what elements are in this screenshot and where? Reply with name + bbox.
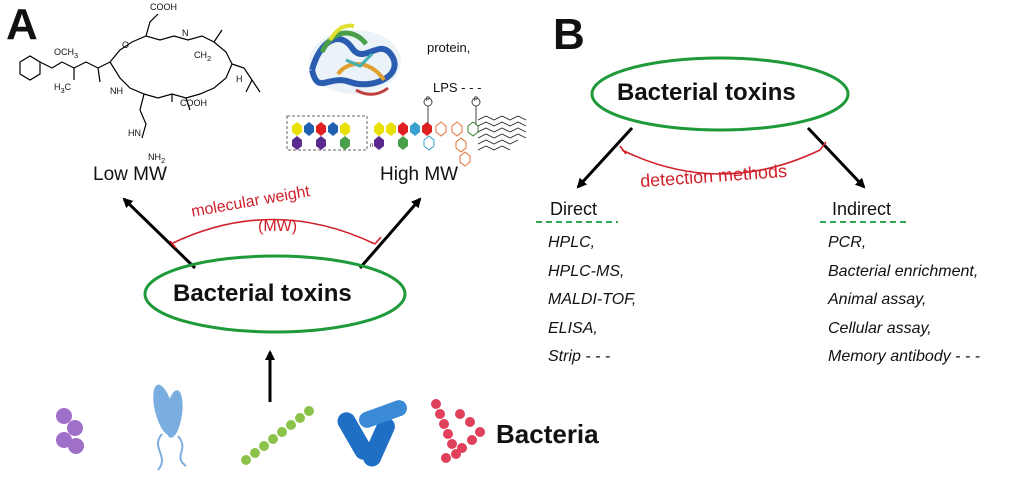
direct-item: Strip - - -: [548, 348, 611, 365]
lps-top-row: [292, 121, 479, 137]
ellipse-b: [590, 56, 850, 132]
direct-item: HPLC,: [548, 234, 596, 251]
panel-a-letter: A: [6, 0, 38, 49]
indirect-item: Bacterial enrichment,: [828, 263, 979, 280]
lps-bottom-row: [292, 135, 471, 167]
molecule-label-nh: NH: [110, 86, 123, 96]
direct-item: ELISA,: [548, 320, 598, 337]
indirect-item: Animal assay,: [828, 291, 927, 308]
direct-heading: Direct: [550, 199, 598, 219]
arrow-to-high-mw: [358, 197, 422, 269]
molecule-label-cooh-2: COOH: [180, 98, 207, 108]
molecule-label-hn: HN: [128, 128, 141, 138]
lipid-tails: [477, 115, 527, 151]
mw-caption-line2: (MW): [258, 218, 298, 235]
arrow-to-low-mw: [122, 197, 197, 270]
molecule-label-o: O: [122, 40, 130, 50]
molecule-label-h: H: [236, 74, 243, 84]
chain-icon: [241, 406, 314, 465]
direct-item: MALDI-TOF,: [548, 291, 637, 308]
benzene-ring: [19, 55, 41, 81]
molecule-label-n: N: [182, 28, 189, 38]
detection-bracket: [619, 141, 827, 175]
panel-b-letter: B: [553, 10, 585, 59]
low-mw-label: Low MW: [93, 164, 167, 185]
cocci-icon: [56, 408, 84, 454]
indirect-item: Cellular assay,: [828, 320, 932, 337]
red-chain-icon: [431, 399, 485, 463]
spirillum-icon: [153, 384, 187, 471]
high-mw-label: High MW: [380, 164, 459, 185]
lps-repeat-n: n: [370, 143, 374, 149]
lps-structure: [286, 97, 527, 167]
arrow-to-indirect: [806, 126, 866, 189]
molecule-label-ch2: CH2: [194, 50, 212, 63]
rods-icon: [337, 400, 407, 467]
ellipse-a: [143, 254, 407, 334]
indirect-item: PCR,: [828, 234, 867, 251]
direct-item: HPLC-MS,: [548, 263, 625, 280]
protein-structure: [309, 23, 401, 96]
indirect-item: Memory antibody - - -: [828, 348, 981, 365]
lps-label: LPS - - -: [433, 80, 482, 95]
protein-label: protein,: [427, 40, 471, 55]
molecule-label-nh2: NH2: [148, 152, 166, 165]
molecule-label-cooh-1: COOH: [150, 2, 177, 12]
bacteria-label: Bacteria: [496, 419, 599, 449]
phosphate-label-1: P: [426, 97, 431, 103]
arrow-to-direct: [576, 126, 634, 189]
low-mw-molecule: [19, 13, 261, 139]
indirect-heading: Indirect: [832, 199, 892, 219]
molecule-label-och3: OCH3: [54, 47, 79, 60]
molecule-label-h3c: H3C: [54, 82, 72, 95]
phosphate-label-2: P: [474, 97, 479, 103]
ellipse-b-label: Bacterial toxins: [617, 79, 796, 106]
mw-bracket: [169, 218, 382, 249]
ellipse-a-label: Bacterial toxins: [173, 280, 352, 307]
